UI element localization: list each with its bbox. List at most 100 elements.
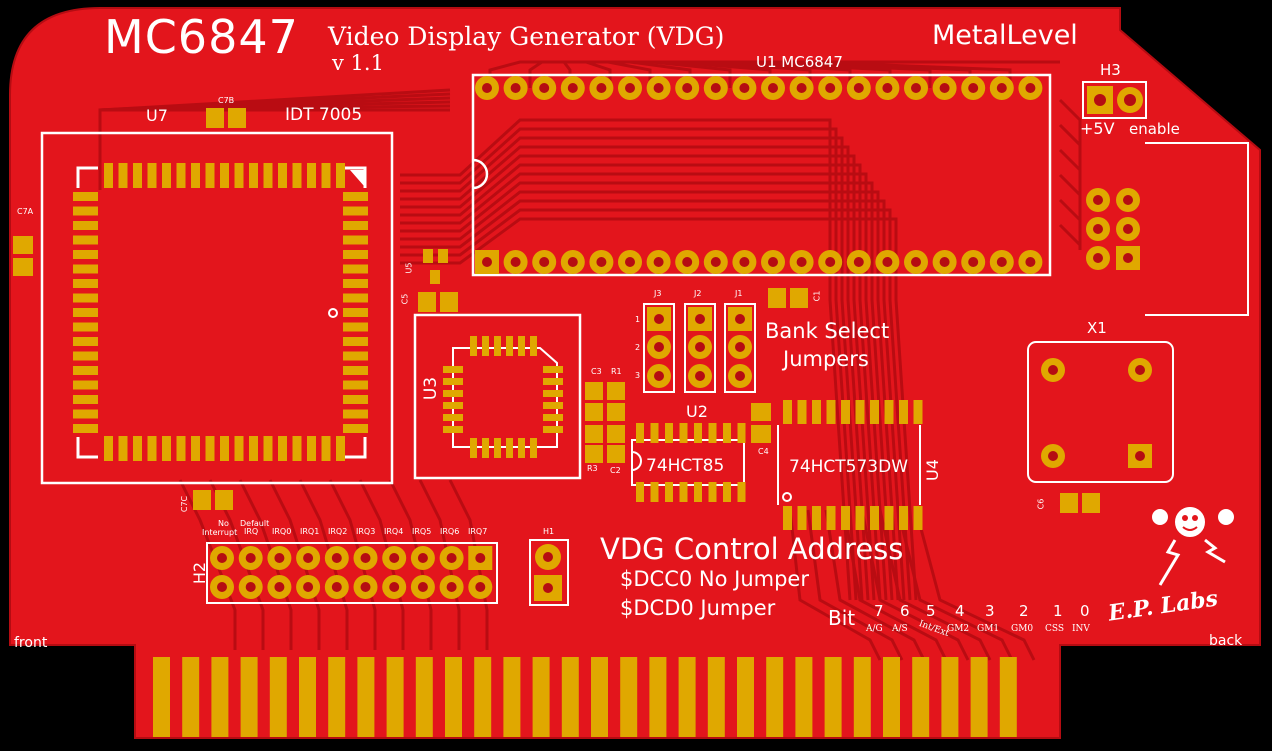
- u7-pad: [343, 366, 368, 375]
- u7-pad: [104, 163, 113, 188]
- irq-default-label: Default: [240, 519, 270, 528]
- cap-pad: [790, 288, 808, 308]
- drill: [510, 83, 521, 93]
- passive-pad: [585, 445, 603, 463]
- chip-title: MC6847: [104, 10, 299, 64]
- bit-number: 0: [1080, 602, 1090, 620]
- drill: [417, 553, 428, 563]
- drill: [682, 257, 693, 267]
- c3-label: C3: [591, 367, 602, 376]
- u5-label: U5: [404, 262, 414, 274]
- u2-pad: [679, 423, 688, 443]
- u3-pad: [443, 366, 463, 373]
- drill: [654, 371, 664, 381]
- drill: [825, 257, 836, 267]
- u7-pad: [292, 436, 302, 461]
- edge-finger: [269, 657, 287, 737]
- drill: [245, 582, 256, 592]
- edge-finger: [824, 657, 842, 737]
- jumper-pin-2: 2: [635, 343, 641, 352]
- drill: [475, 582, 486, 592]
- u7-pad: [73, 424, 98, 433]
- drill: [968, 257, 979, 267]
- irq-name: IRQ4: [384, 527, 404, 536]
- h2-outline: [206, 542, 498, 604]
- u4-label: U4: [922, 459, 942, 481]
- drill: [389, 582, 400, 592]
- drill: [417, 582, 428, 592]
- u7-pad: [73, 250, 98, 259]
- u4-pad: [899, 400, 908, 424]
- j2-label: J2: [694, 289, 702, 298]
- u3-pad: [543, 402, 563, 409]
- edge-finger: [561, 657, 579, 737]
- u2-pad: [665, 423, 673, 443]
- cap-pad: [1060, 493, 1078, 513]
- drill: [654, 314, 664, 324]
- drill: [739, 257, 750, 267]
- cap-pad: [215, 490, 233, 510]
- r3-label: R3: [587, 464, 598, 473]
- u7-pad: [343, 293, 368, 303]
- cap-pad: [228, 108, 246, 128]
- u1-label: U1 MC6847: [756, 53, 843, 71]
- u7-pad: [343, 235, 368, 245]
- edge-finger: [357, 657, 375, 737]
- edge-finger: [153, 657, 170, 737]
- u4-pad: [841, 506, 850, 530]
- drill: [331, 582, 342, 592]
- bank-select-label-1: Bank Select: [765, 319, 890, 343]
- drill: [303, 553, 314, 563]
- drill: [539, 257, 550, 267]
- passive-pad: [607, 425, 625, 443]
- edge-finger: [678, 657, 696, 737]
- u4-pad: [783, 506, 792, 530]
- u7-pad: [307, 436, 316, 461]
- u4-pad: [826, 506, 836, 530]
- u3-pad: [530, 438, 537, 458]
- idt-label: IDT 7005: [285, 105, 363, 125]
- u3-pad: [506, 336, 513, 356]
- u7-pad: [343, 380, 368, 390]
- u7-pad: [73, 409, 98, 419]
- u7-pad: [263, 436, 273, 461]
- edge-finger: [474, 657, 492, 737]
- drill: [510, 257, 521, 267]
- u2-outline: [631, 439, 745, 486]
- drill: [882, 257, 893, 267]
- drill: [682, 83, 693, 93]
- passive-pad: [585, 425, 603, 443]
- jumper-pads: [643, 303, 756, 393]
- u7-pad: [191, 163, 200, 188]
- u7-pad: [73, 366, 98, 375]
- u4-chip-label: 74HCT573DW: [789, 457, 909, 477]
- u7-outline: [40, 131, 394, 485]
- u7-pad: [162, 436, 171, 461]
- board-version: v 1.1: [332, 51, 384, 75]
- u2-pad: [723, 482, 731, 502]
- irq-no-label: No: [218, 519, 229, 528]
- cap-pad: [193, 490, 211, 510]
- u3-pad: [443, 402, 463, 409]
- u4-pad: [812, 400, 821, 424]
- u3-pad: [482, 438, 489, 458]
- edge-finger: [503, 657, 521, 737]
- bit-label: Bit: [828, 606, 856, 630]
- j1-label: J1: [735, 289, 743, 298]
- u7-pad: [343, 395, 368, 404]
- u4-pad: [797, 506, 807, 530]
- passive-pad: [607, 382, 625, 400]
- edge-finger: [211, 657, 229, 737]
- drill: [1093, 195, 1103, 205]
- drill: [1025, 83, 1036, 93]
- x1-label: X1: [1087, 319, 1107, 337]
- drill: [567, 257, 578, 267]
- u3-outline: [413, 313, 582, 480]
- drill: [996, 257, 1007, 267]
- u4-pad: [841, 400, 850, 424]
- u3-pad: [543, 366, 563, 373]
- u7-pad: [73, 337, 98, 346]
- edge-finger: [328, 657, 346, 737]
- u4-pads: [783, 400, 923, 530]
- drill: [389, 553, 400, 563]
